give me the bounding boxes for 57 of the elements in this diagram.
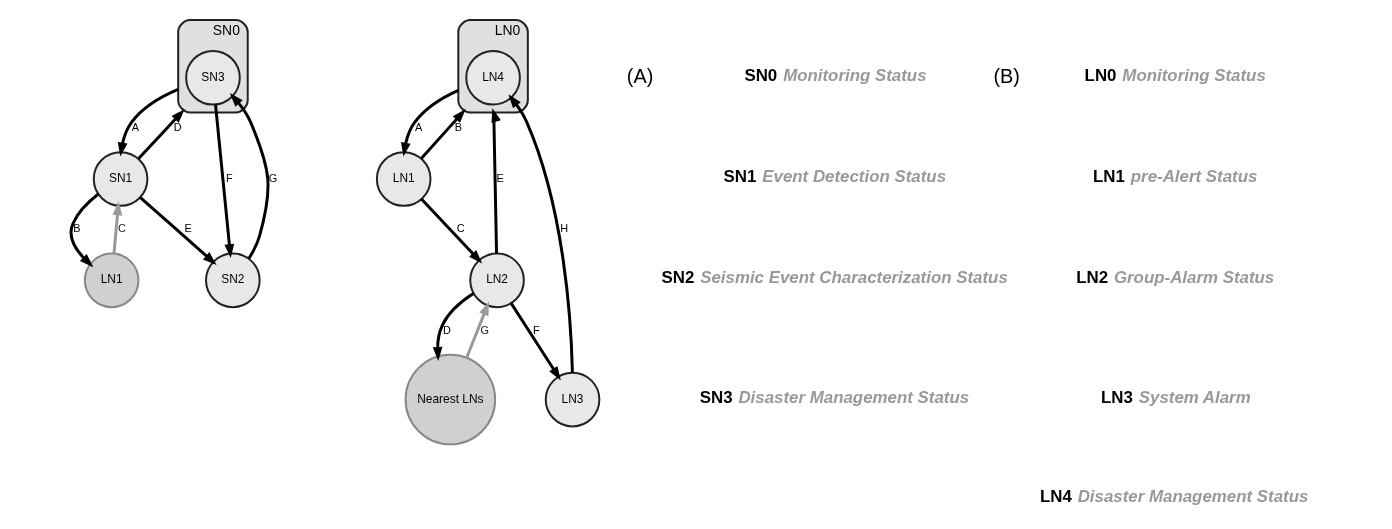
label: Monitoring Status: [783, 65, 927, 85]
node-circle: LN3: [544, 371, 601, 428]
edge-label: G: [480, 323, 489, 336]
label: System Alarm: [1138, 387, 1251, 407]
label: pre-Alert Status: [1130, 167, 1258, 187]
node-circle: LN4: [465, 49, 521, 106]
arrow: [137, 109, 185, 160]
node-circle: SN2: [205, 252, 261, 309]
arrow: [139, 196, 217, 265]
edge-label: C: [118, 222, 127, 235]
node-circle: LN1: [375, 151, 432, 207]
label: LN1: [1093, 167, 1125, 187]
node-circle: SN1: [92, 151, 149, 207]
label: (B): [993, 64, 1020, 87]
edge-label: F: [226, 171, 233, 184]
arrow: [510, 302, 561, 381]
node-circle: Nearest LNs: [404, 353, 497, 446]
edge-label: E: [184, 222, 192, 235]
node-circle: LN1: [83, 252, 140, 309]
edge-label: A: [131, 121, 140, 134]
arrow: [420, 109, 466, 160]
edge-label: D: [442, 323, 451, 336]
label: SN2: [661, 268, 695, 288]
arrow: [112, 201, 123, 254]
arrow: [229, 93, 270, 260]
arrow: [117, 88, 179, 157]
label: LN4: [1039, 487, 1072, 507]
label: LN0: [1084, 65, 1117, 85]
label: Monitoring Status: [1122, 65, 1266, 85]
label: LN3: [1101, 387, 1133, 407]
edge-label: D: [173, 121, 182, 134]
arrow: [401, 88, 459, 157]
label: LN2: [1076, 268, 1109, 288]
edge-label: F: [532, 323, 540, 336]
edge-label: B: [454, 121, 462, 134]
arrow: [214, 104, 235, 259]
label: Group-Alarm Status: [1113, 268, 1275, 288]
arrow: [420, 198, 483, 264]
arrow: [465, 301, 490, 359]
label: Disaster Management Status: [738, 387, 970, 407]
arrow: [508, 94, 574, 373]
edge-label: G: [268, 171, 278, 184]
edge-label: B: [73, 222, 81, 235]
arrow: [432, 292, 475, 361]
label: SN3: [699, 387, 733, 407]
label: Seismic Event Characterization Status: [700, 268, 1008, 288]
label: SN0: [744, 65, 778, 85]
arrow: [491, 108, 501, 254]
edge-label: A: [414, 121, 423, 134]
edge-label: C: [456, 222, 465, 235]
label: SN1: [723, 167, 757, 187]
label: (A): [626, 64, 654, 87]
edge-label: E: [496, 171, 504, 184]
label: Event Detection Status: [762, 167, 947, 187]
arrow: [69, 192, 100, 268]
label: Disaster Management Status: [1077, 487, 1309, 507]
edge-label: H: [560, 222, 569, 235]
